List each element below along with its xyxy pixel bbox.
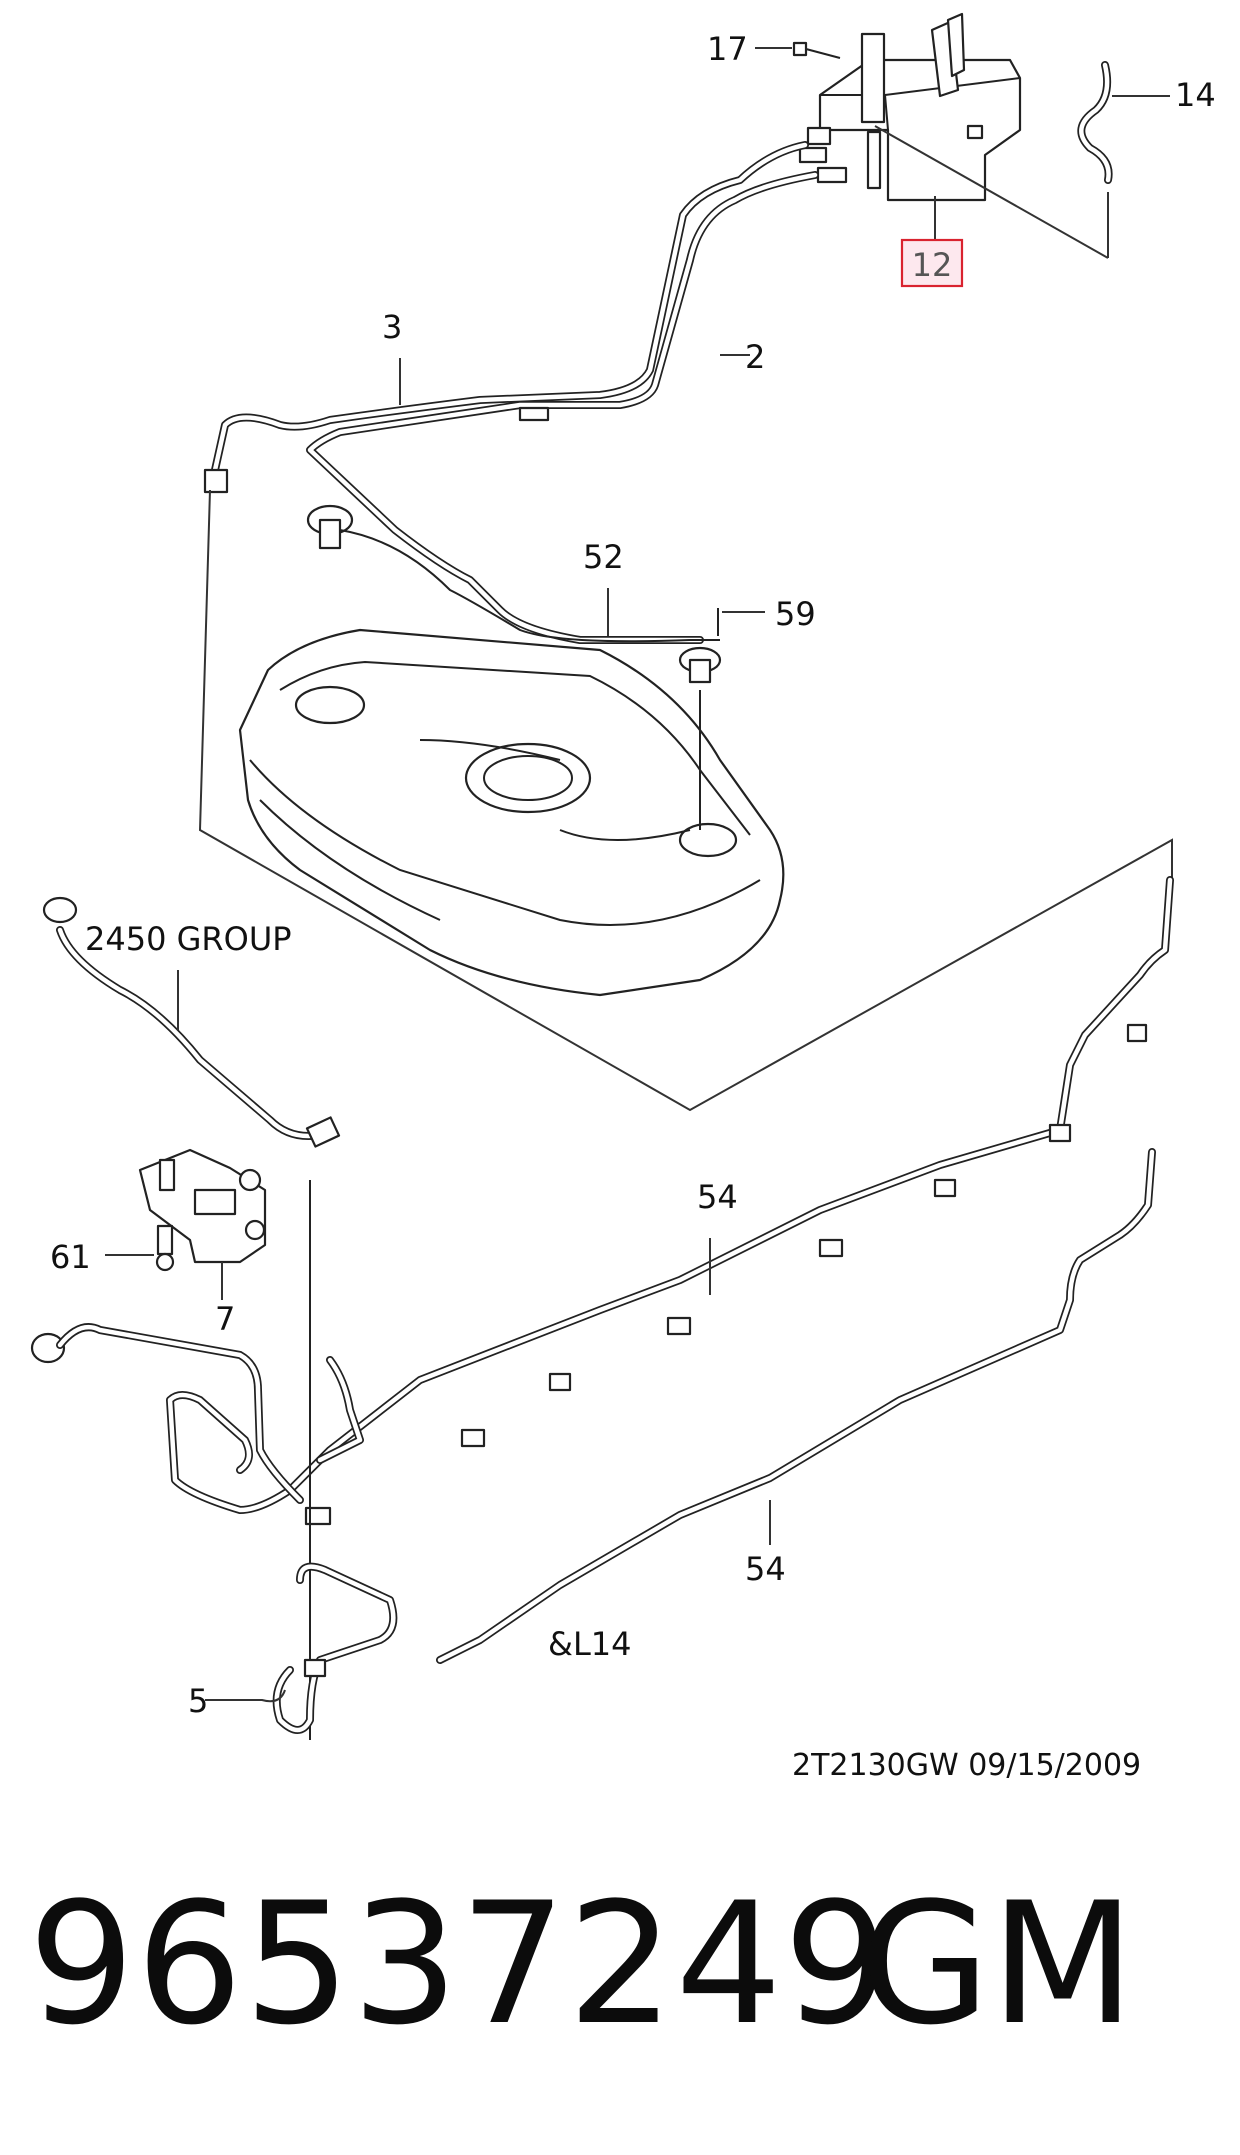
callout-14: 14 <box>1175 76 1216 114</box>
drawing-id-stamp: 2T2130GW 09/15/2009 <box>792 1748 1141 1783</box>
evap-canister <box>798 12 1022 240</box>
callout-2450-group: 2450 GROUP <box>85 920 292 958</box>
fuel-line-54-lower <box>436 1148 1156 1664</box>
fuel-line-left-loop <box>30 1180 364 1740</box>
group-boundary-lines <box>198 489 1173 1112</box>
part-number: 96537249 <box>28 1866 892 2062</box>
bolt-61 <box>105 1224 175 1272</box>
callout-5: 5 <box>188 1682 208 1720</box>
callout-12-highlight[interactable]: 12 <box>900 238 964 288</box>
callout-2: 2 <box>745 338 765 376</box>
fuel-pump-connector <box>306 504 354 550</box>
callout-12: 12 <box>912 246 953 284</box>
hose-14 <box>874 61 1170 259</box>
callout-L14: &L14 <box>548 1625 632 1663</box>
callout-17: 17 <box>707 30 748 68</box>
callout-52: 52 <box>583 538 624 576</box>
brand-name: GM <box>860 1866 1136 2062</box>
callout-54-upper: 54 <box>697 1178 738 1216</box>
callout-3: 3 <box>382 308 402 346</box>
fuel-line-54-upper <box>166 876 1174 1526</box>
fuel-tank <box>238 628 785 997</box>
vapor-line-2 <box>306 171 819 644</box>
callout-54-lower: 54 <box>745 1550 786 1588</box>
vapor-line-3 <box>203 141 809 494</box>
bolt-17 <box>755 41 841 59</box>
fuel-system-parts-diagram: 12 <box>30 12 1216 1783</box>
hose-2450-group <box>42 896 341 1148</box>
part-footer: 96537249 GM <box>0 1880 1240 2110</box>
screw-59 <box>717 608 765 636</box>
callout-61: 61 <box>50 1238 91 1276</box>
callout-59: 59 <box>775 595 816 633</box>
hose-5 <box>205 1562 398 1734</box>
wire-harness-52 <box>339 529 722 684</box>
callout-7: 7 <box>215 1300 235 1338</box>
